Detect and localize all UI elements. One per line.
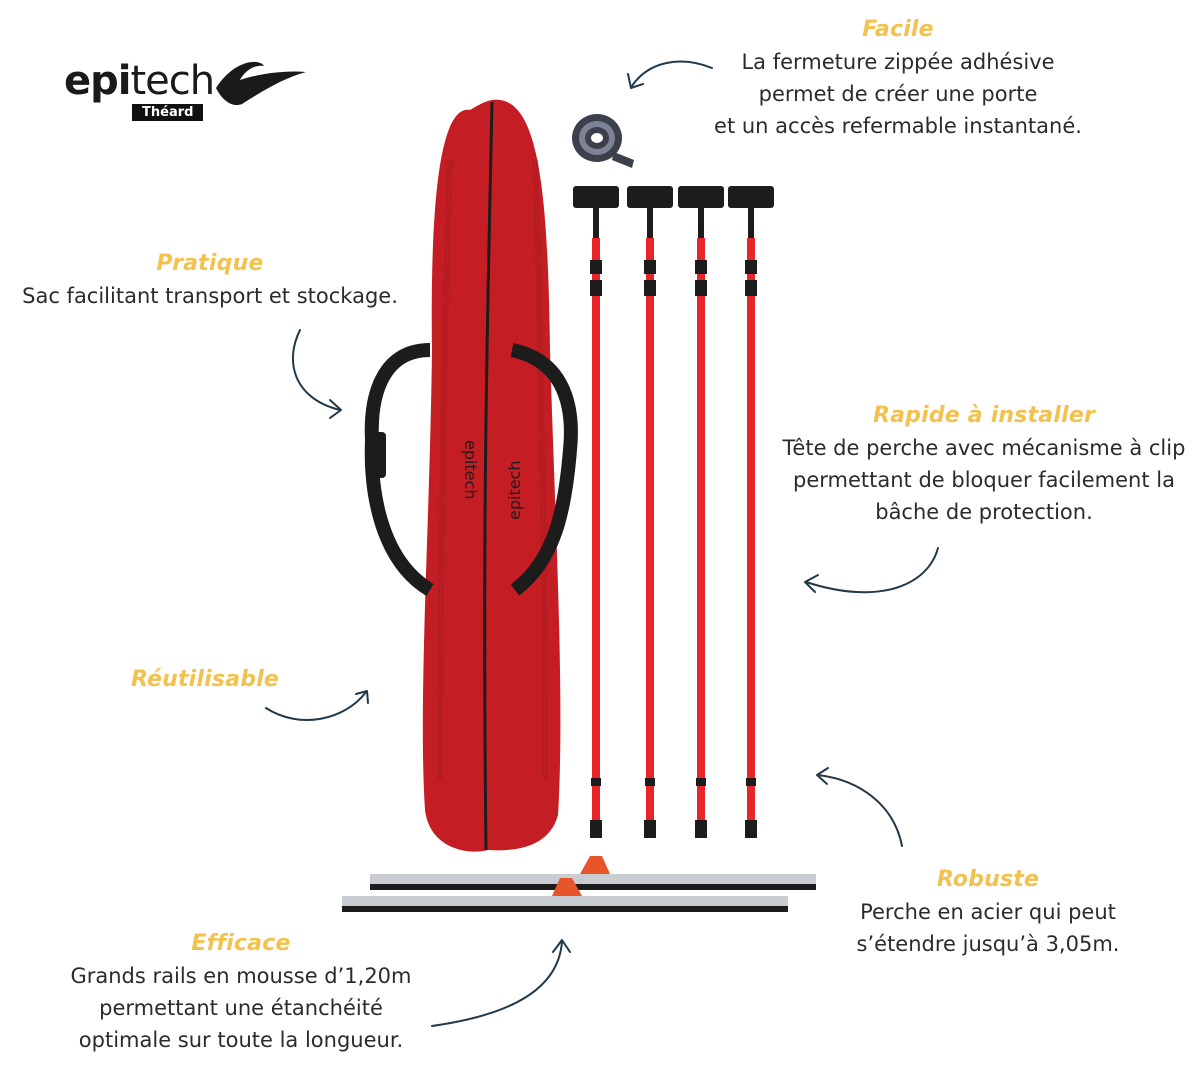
callout-robuste-title: Robuste [936, 867, 1040, 892]
callout-rapide: Rapide à installer Tête de perche avec m… [782, 400, 1186, 528]
brand-name-part1: epi [64, 58, 131, 104]
callout-pratique: Pratique Sac facilitant transport et sto… [14, 248, 406, 312]
rail-1 [370, 856, 816, 890]
callout-reutilisable: Réutilisable [120, 664, 290, 696]
pole-1 [573, 186, 619, 838]
callout-robuste-text: Perche en acier qui peut s’étendre jusqu… [836, 896, 1140, 960]
foam-rails [342, 856, 816, 912]
arrow-pratique-icon [292, 329, 342, 419]
arrow-efficace-icon [431, 939, 571, 1027]
callout-rapide-text: Tête de perche avec mécanisme à clip per… [782, 432, 1186, 528]
callout-efficace-title: Efficace [191, 931, 291, 956]
callout-facile: Facile La fermeture zippée adhésive perm… [706, 14, 1090, 142]
callout-rapide-line: Tête de perche avec mécanisme à clip [782, 436, 1186, 460]
callout-facile-title: Facile [862, 17, 934, 42]
callout-efficace-line: permettant une étanchéité [99, 996, 383, 1020]
rail-2 [342, 878, 788, 912]
poles [573, 186, 774, 838]
callout-facile-line: et un accès refermable instantané. [714, 114, 1082, 138]
callout-efficace-line: Grands rails en mousse d’1,20m [70, 964, 412, 988]
svg-text:epitech: epitech [461, 440, 480, 500]
arrow-reutilisable-icon [265, 690, 369, 721]
callout-efficace-line: optimale sur toute la longueur. [78, 1028, 404, 1052]
swoosh-icon [216, 61, 306, 106]
brand-logo: epitech Théard [64, 58, 306, 128]
callout-facile-text: La fermeture zippée adhésive permet de c… [706, 46, 1090, 142]
callout-facile-line: La fermeture zippée adhésive [741, 50, 1055, 74]
callout-robuste-line: s’étendre jusqu’à 3,05m. [856, 932, 1120, 956]
callout-rapide-title: Rapide à installer [872, 403, 1096, 428]
callout-robuste-line: Perche en acier qui peut [860, 900, 1116, 924]
arrow-rapide-icon [804, 547, 939, 594]
brand-badge: Théard [132, 104, 204, 121]
svg-text:epitech: epitech [505, 461, 524, 521]
zipper-roll [572, 114, 634, 168]
callout-efficace: Efficace Grands rails en mousse d’1,20m … [56, 928, 426, 1056]
callout-pratique-text: Sac facilitant transport et stockage. [14, 280, 406, 312]
arrows [265, 60, 939, 1027]
callout-rapide-line: bâche de protection. [875, 500, 1093, 524]
pole-2 [627, 186, 673, 838]
brand-name-part2: tech [130, 58, 215, 104]
callout-efficace-text: Grands rails en mousse d’1,20m permettan… [56, 960, 426, 1056]
arrow-robuste-icon [816, 767, 903, 847]
callout-pratique-title: Pratique [156, 251, 264, 276]
callout-facile-line: permet de créer une porte [758, 82, 1038, 106]
callout-reutilisable-title: Réutilisable [130, 667, 280, 692]
brand-wordmark: epitech [64, 58, 215, 104]
carry-bag: epitech epitech [364, 99, 578, 852]
pole-3 [678, 186, 724, 838]
callout-pratique-line: Sac facilitant transport et stockage. [22, 284, 398, 308]
pole-4 [728, 186, 774, 838]
callout-robuste: Robuste Perche en acier qui peut s’étend… [836, 864, 1140, 960]
arrow-facile-icon [627, 60, 713, 89]
callout-rapide-line: permettant de bloquer facilement la [793, 468, 1175, 492]
